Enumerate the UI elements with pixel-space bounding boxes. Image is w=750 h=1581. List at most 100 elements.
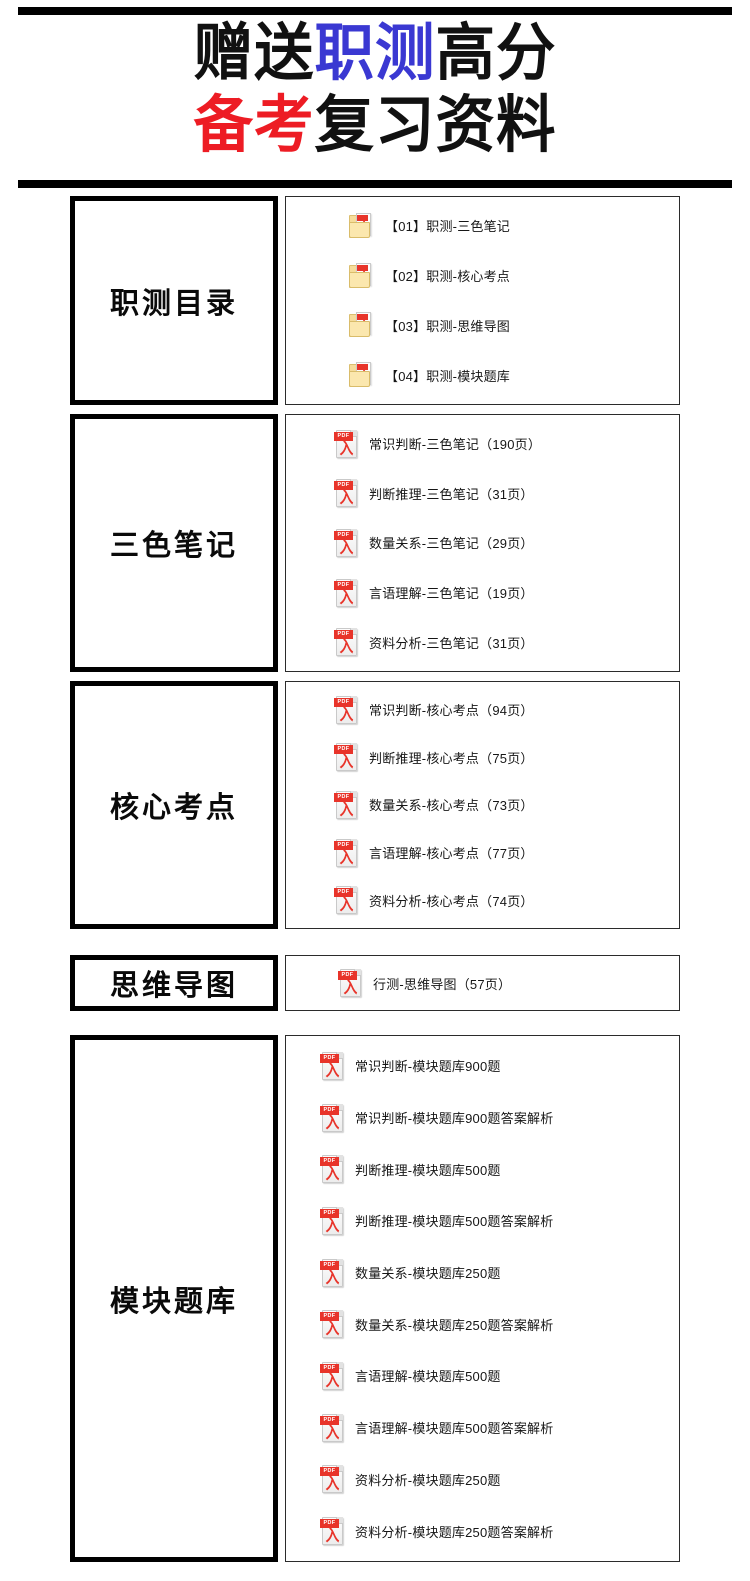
section-label-text: 职测目录	[109, 285, 238, 320]
title-line-2-part-2: 复习资料	[314, 88, 557, 161]
pdf-icon-swoosh: 入	[339, 488, 354, 508]
file-item-label: 数量关系-核心考点（73页）	[369, 798, 534, 814]
pdf-icon-banner: PDF	[320, 1415, 339, 1425]
file-list-inner: 入【01】职测-三色笔记入【02】职测-核心考点入【03】职测-思维导图入【04…	[286, 197, 679, 404]
section-label-box: 职测目录	[70, 196, 278, 405]
pdf-icon-banner: PDF	[334, 745, 353, 755]
pdf-icon-swoosh: 入	[339, 704, 354, 724]
section-label-text: 核心考点	[109, 790, 238, 824]
section-1: 职测目录入【01】职测-三色笔记入【02】职测-核心考点入【03】职测-思维导图…	[0, 196, 750, 405]
pdf-icon-banner: PDF	[334, 792, 353, 802]
pdf-icon-banner: PDF	[334, 697, 353, 707]
folder-icon-banner	[357, 314, 368, 321]
file-item-label: 数量关系-三色笔记（29页）	[369, 536, 534, 552]
file-item-label: 常识判断-三色笔记（190页）	[369, 437, 542, 453]
file-item-label: 【02】职测-核心考点	[385, 269, 510, 285]
file-item-label: 言语理解-核心考点（77页）	[369, 846, 534, 862]
title-line-2-highlight: 备考	[193, 88, 315, 161]
file-list-item[interactable]: 入【04】职测-模块题库	[286, 359, 679, 391]
pdf-icon-banner: PDF	[334, 481, 353, 491]
pdf-icon-swoosh: 入	[325, 1164, 340, 1184]
section-label-text: 模块题库	[109, 1283, 238, 1318]
section-label-text: 三色笔记	[109, 528, 238, 562]
pdf-icon-banner: PDF	[320, 1312, 339, 1322]
file-list-item[interactable]: 入【02】职测-核心考点	[286, 260, 679, 292]
header-rule-top	[18, 7, 732, 15]
section-label-text: 思维导图	[109, 968, 238, 1002]
file-item-label: 资料分析-模块题库250题答案解析	[355, 1524, 554, 1540]
file-item-label: 言语理解-三色笔记（19页）	[369, 586, 534, 602]
section-label-box: 三色笔记	[70, 414, 278, 672]
file-item-label: 常识判断-核心考点（94页）	[369, 703, 534, 719]
file-item-label: 判断推理-模块题库500题答案解析	[355, 1214, 554, 1230]
poster-header: 赠送职测高分 备考复习资料	[0, 0, 750, 190]
folder-icon-banner	[357, 264, 368, 271]
pdf-icon-swoosh: 入	[325, 1319, 340, 1339]
folder-icon-front	[349, 371, 370, 388]
pdf-icon-banner: PDF	[320, 1157, 339, 1167]
file-item-label: 数量关系-模块题库250题	[355, 1266, 501, 1282]
poster-title: 赠送职测高分 备考复习资料	[0, 16, 750, 162]
title-line-1-part-2: 高分	[435, 16, 557, 89]
pdf-icon-swoosh: 入	[339, 438, 354, 458]
pdf-icon-banner: PDF	[320, 1208, 339, 1218]
file-list-item[interactable]: 入【03】职测-思维导图	[286, 309, 679, 341]
file-item-label: 判断推理-三色笔记（31页）	[369, 486, 534, 502]
pdf-icon-banner: PDF	[320, 1260, 339, 1270]
header-rule-bottom	[18, 180, 732, 188]
file-item-label: 言语理解-模块题库500题	[355, 1369, 501, 1385]
file-item-label: 判断推理-核心考点（75页）	[369, 750, 534, 766]
folder-pdf-icon: 入	[348, 210, 376, 242]
pdf-icon-swoosh: 入	[325, 1112, 340, 1132]
pdf-icon-banner: PDF	[338, 971, 357, 980]
pdf-icon-banner: PDF	[334, 630, 353, 640]
file-item-label: 常识判断-模块题库900题	[355, 1059, 501, 1075]
file-item-label: 常识判断-模块题库900题答案解析	[355, 1111, 554, 1127]
title-line-1: 赠送职测高分	[15, 16, 735, 90]
pdf-icon-banner: PDF	[334, 580, 353, 590]
pdf-icon-banner: PDF	[334, 530, 353, 540]
pdf-icon-swoosh: 入	[325, 1371, 340, 1390]
file-item-label: 资料分析-模块题库250题	[355, 1472, 501, 1488]
file-item-label: 判断推理-模块题库500题	[355, 1162, 501, 1178]
title-line-1-highlight: 职测	[314, 16, 436, 89]
pdf-icon-swoosh: 入	[339, 800, 354, 819]
file-list-item[interactable]: 入【01】职测-三色笔记	[286, 210, 679, 242]
folder-icon-banner	[357, 364, 368, 371]
folder-icon-front	[349, 221, 370, 238]
title-line-1-part-1: 赠送	[193, 16, 315, 89]
